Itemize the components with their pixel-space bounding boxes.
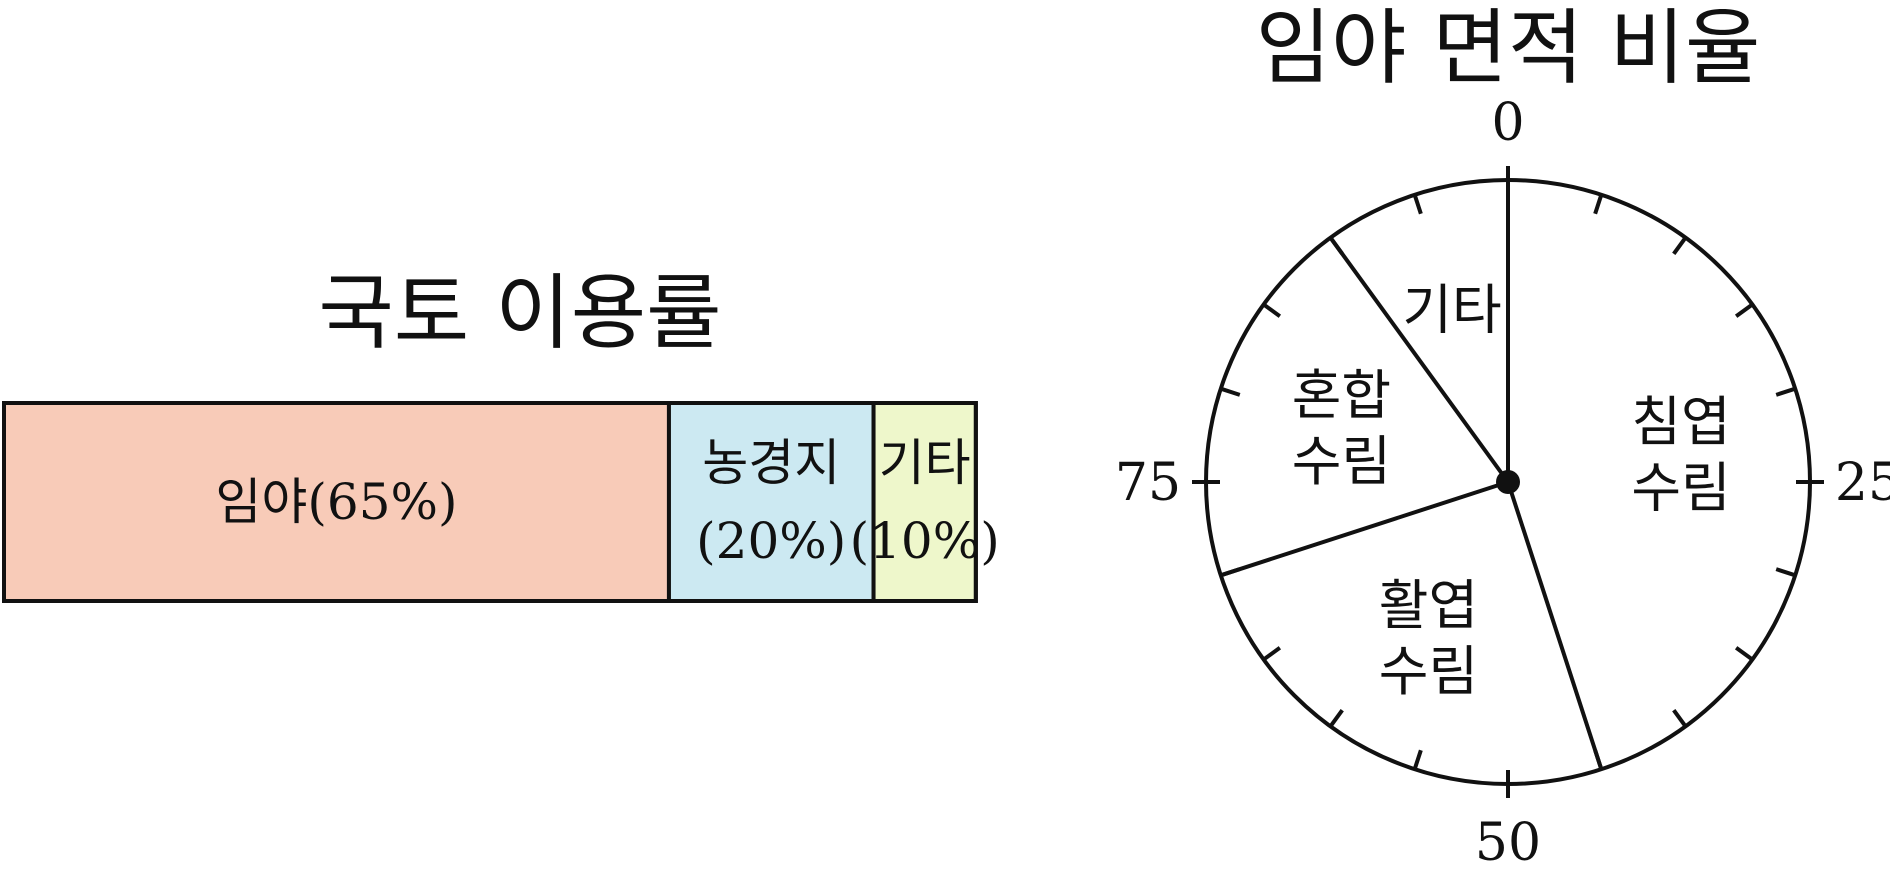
bar-segment-label-3-1: 기타 [879, 434, 971, 492]
bar-segment-label-2-2: (20%) [696, 512, 846, 570]
pie-slice-label-2-1: 활엽 [1379, 574, 1478, 637]
pie-slice-label-1-1: 침엽 [1631, 391, 1730, 454]
pie-tick-label-4: 75 [1115, 453, 1181, 513]
pie-tick-80 [1220, 386, 1241, 397]
pie-tick-label-3: 50 [1475, 813, 1541, 869]
pie-tick-95 [1412, 194, 1423, 215]
bar-segment-1 [2, 401, 671, 603]
pie-tick-label-2: 25 [1835, 453, 1890, 513]
pie-tick-10 [1672, 236, 1688, 256]
bar-segment-2 [666, 401, 876, 603]
pie-slice-label-2-2: 수림 [1379, 640, 1478, 703]
pie-chart-title: 임야 면적 비율 [1256, 1, 1761, 96]
pie-tick-label-1: 0 [1491, 93, 1524, 153]
bar-segment-3 [871, 401, 978, 603]
pie-tick-85 [1262, 302, 1282, 318]
pie-tick-20 [1775, 386, 1796, 397]
pie-center-dot [1496, 470, 1520, 494]
pie-tick-55 [1412, 749, 1423, 770]
pie-tick-40 [1672, 708, 1688, 728]
pie-slice-label-1-2: 수림 [1631, 457, 1730, 520]
pie-tick-35 [1734, 646, 1754, 662]
stacked-bar: 임야(65%)농경지(20%)기타(10%) [2, 401, 1000, 603]
pie-tick-65 [1262, 646, 1282, 662]
pie-slice-label-4-1: 기타 [1402, 279, 1501, 342]
pie-slice-label-3-1: 혼합 [1292, 364, 1391, 427]
pie-tick-15 [1734, 302, 1754, 318]
pie-tick-5 [1593, 194, 1604, 215]
bar-segment-label-1-1: 임야(65%) [215, 473, 457, 531]
bar-chart-title: 국토 이용률 [318, 266, 721, 361]
pie-slice-label-3-2: 수림 [1292, 430, 1391, 493]
pie-tick-60 [1328, 708, 1344, 728]
bar-frame [2, 401, 978, 603]
pie-slice-boundary-2 [1506, 481, 1604, 770]
pie-slice-boundary-3 [1220, 480, 1509, 578]
pie-tick-30 [1775, 567, 1796, 578]
bar-segment-label-2-1: 농경지 [702, 434, 840, 492]
pie-slice-boundary-4 [1328, 236, 1510, 484]
